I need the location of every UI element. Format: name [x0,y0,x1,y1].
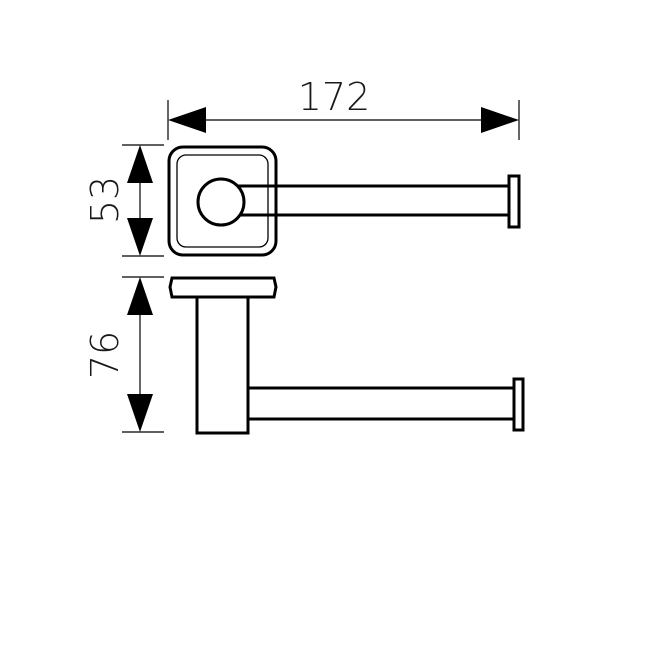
mounting-flange [168,276,278,299]
height-arrow-top [127,145,153,183]
top-view [167,145,521,257]
side-view [168,276,525,435]
post-circle [196,177,246,227]
width-label: 172 [298,75,371,119]
height-dimension: 53 [83,144,164,257]
base-plate-inner [176,154,269,248]
arm-end-cap [507,174,521,229]
depth-label: 76 [83,331,127,379]
depth-dimension: 76 [83,276,164,433]
post-body [195,295,250,435]
width-dimension: 172 [167,75,520,140]
height-arrow-bottom [127,218,153,256]
base-plate-outer [167,145,278,257]
arm-side-end-cap [512,377,525,432]
depth-arrow-bottom [127,394,153,432]
height-label: 53 [83,176,127,224]
depth-arrow-top [127,277,153,315]
width-arrow-left [168,107,206,133]
width-arrow-right [481,107,519,133]
